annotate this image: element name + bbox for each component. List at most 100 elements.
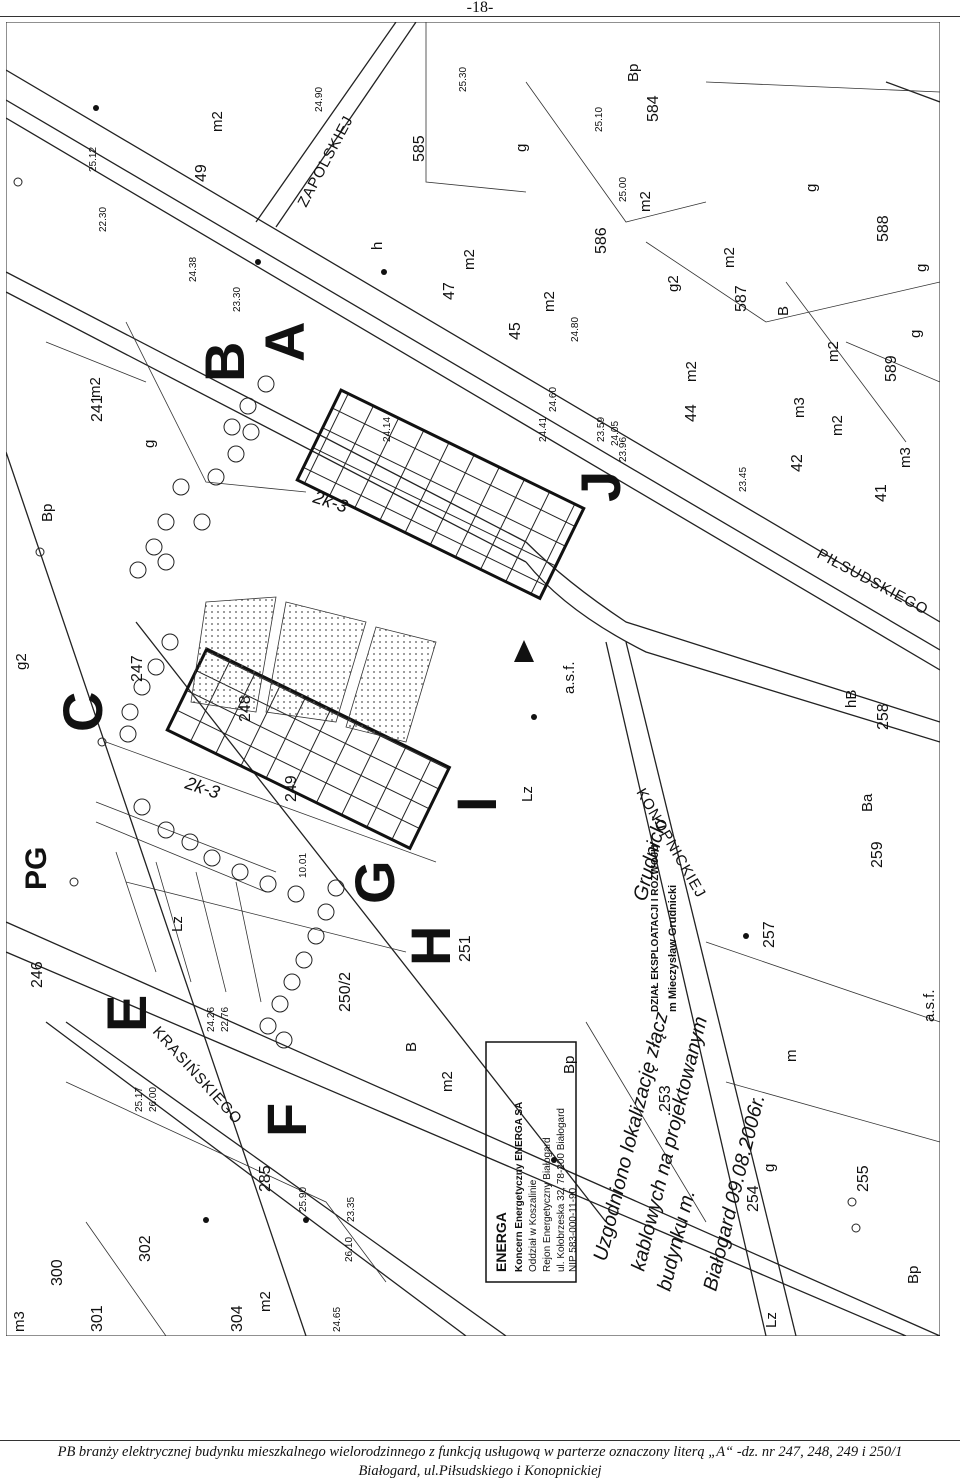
map-label: 301 bbox=[89, 1305, 106, 1332]
map-label: m3 bbox=[11, 1311, 28, 1332]
stamp-line-2: Oddział w Koszalinie bbox=[528, 1179, 539, 1272]
site-plan-map: A B C E F G H I J PG 585 584 586 587 588… bbox=[6, 22, 940, 1336]
map-label: g bbox=[513, 144, 530, 152]
map-label: 586 bbox=[593, 227, 610, 254]
map-label: 584 bbox=[645, 95, 662, 122]
map-label: m2 bbox=[829, 415, 846, 436]
map-label: g2 bbox=[13, 653, 30, 670]
elevations: 25.30 25.10 25.00 24.90 24.80 24.60 24.4… bbox=[88, 67, 749, 1332]
road-lines bbox=[6, 22, 940, 1336]
map-label: 45 bbox=[507, 322, 524, 340]
map-label: m2 bbox=[683, 361, 700, 382]
map-label: 23.59 bbox=[596, 417, 607, 442]
map-label: 41 bbox=[873, 484, 890, 502]
map-label: 585 bbox=[411, 135, 428, 162]
map-label: 258 bbox=[875, 703, 892, 730]
map-label: 24.14 bbox=[382, 417, 393, 442]
trees bbox=[119, 375, 345, 1049]
map-label: m2 bbox=[257, 1291, 274, 1312]
map-label: 24.41 bbox=[538, 417, 549, 442]
stamp-line-3: Rejon Energetyczny Białogard bbox=[542, 1137, 553, 1272]
map-label: 24.60 bbox=[548, 387, 559, 412]
map-label: Ba bbox=[859, 793, 876, 812]
map-label: 250/2 bbox=[337, 972, 354, 1012]
map-label: Bp bbox=[625, 64, 642, 82]
map-label: 249 bbox=[283, 775, 300, 802]
map-label: 304 bbox=[229, 1305, 246, 1332]
stamp-line-1: Koncern Energetyczny ENERGA SA bbox=[514, 1102, 525, 1272]
letter-f: F bbox=[255, 1103, 318, 1137]
footer-rule bbox=[0, 1440, 960, 1441]
map-label: 24.80 bbox=[570, 317, 581, 342]
header-rule bbox=[0, 16, 960, 17]
map-label: 285 bbox=[257, 1165, 274, 1192]
map-label: hB bbox=[843, 690, 860, 708]
lot-boundaries bbox=[45, 22, 940, 1336]
letter-e: E bbox=[95, 995, 158, 1032]
map-label: 24.26 bbox=[206, 1007, 217, 1032]
map-label: 22.30 bbox=[98, 207, 109, 232]
map-label: m2 bbox=[209, 111, 226, 132]
map-label: 25.90 bbox=[298, 1187, 309, 1212]
map-label: 588 bbox=[875, 215, 892, 242]
map-label: m bbox=[783, 1050, 800, 1063]
map-label: 254 bbox=[745, 1185, 762, 1212]
stamp-line-5: NIP 583-000-11-90 bbox=[568, 1187, 579, 1272]
map-label: 26.00 bbox=[148, 1087, 159, 1112]
map-label: Lz bbox=[519, 786, 536, 802]
map-label: a.s.f. bbox=[921, 989, 938, 1022]
map-label: m2 bbox=[825, 341, 842, 362]
page-number: -18- bbox=[466, 0, 494, 16]
stamp-person: m Mieczysław Grudnicki bbox=[667, 885, 679, 1012]
map-label: m2 bbox=[541, 291, 558, 312]
map-label: m2 bbox=[87, 377, 104, 398]
map-label: g bbox=[803, 184, 820, 192]
map-label: 25.17 bbox=[134, 1087, 145, 1112]
map-label: 26.10 bbox=[344, 1237, 355, 1262]
map-label: Bp bbox=[905, 1266, 922, 1284]
letter-h: H bbox=[399, 926, 462, 966]
map-label: m2 bbox=[461, 249, 478, 270]
map-label: 24.38 bbox=[188, 257, 199, 282]
map-label: 257 bbox=[761, 921, 778, 948]
map-label: 22.76 bbox=[220, 1007, 231, 1032]
parking-hatch bbox=[190, 596, 437, 743]
map-label: 300 bbox=[49, 1259, 66, 1286]
map-label: g bbox=[907, 330, 924, 338]
dept-stamp: DZIAŁ EKSPLOATACJI I ROZWOJU m Mieczysła… bbox=[650, 845, 679, 1012]
zone-codes: m2 m2 m2 m2 m2 m2 m2 m2 m2 m2 m2 m3 m3 m… bbox=[11, 64, 938, 1332]
map-label: 23.96 bbox=[618, 437, 629, 462]
map-label: 255 bbox=[855, 1165, 872, 1192]
map-label: 246 bbox=[29, 961, 46, 988]
map-label: 25.10 bbox=[594, 107, 605, 132]
map-label: Bp bbox=[561, 1056, 578, 1074]
building-upper bbox=[295, 388, 586, 601]
map-label: 49 bbox=[193, 164, 210, 182]
footer: PB branży elektrycznej budynku mieszkaln… bbox=[0, 1443, 960, 1481]
map-label: 23.35 bbox=[346, 1197, 357, 1222]
map-label: g bbox=[913, 264, 930, 272]
map-label: 247 bbox=[129, 655, 146, 682]
map-label: 241 bbox=[89, 395, 106, 422]
map-label: 42 bbox=[789, 454, 806, 472]
map-label: m3 bbox=[791, 397, 808, 418]
footer-line-1: PB branży elektrycznej budynku mieszkaln… bbox=[57, 1444, 903, 1460]
letter-j: J bbox=[569, 471, 632, 502]
lot-numbers: 585 584 586 587 588 589 49 47 45 44 42 4… bbox=[29, 95, 900, 1332]
map-label: 24.65 bbox=[332, 1307, 343, 1332]
map-label: 25.12 bbox=[88, 147, 99, 172]
map-label: m2 bbox=[637, 191, 654, 212]
map-label: g2 bbox=[665, 275, 682, 292]
map-label: 24.05 bbox=[610, 421, 621, 446]
map-label: 10.01 bbox=[298, 853, 309, 878]
map-label: g bbox=[761, 1164, 778, 1172]
map-label: a.s.f. bbox=[561, 661, 578, 694]
map-label: B bbox=[403, 1042, 420, 1052]
letter-c: C bbox=[51, 692, 114, 732]
footer-line-2: Białogard, ul.Piłsudskiego i Konopnickie… bbox=[358, 1463, 602, 1479]
map-label: m2 bbox=[439, 1071, 456, 1092]
map-label: 47 bbox=[441, 282, 458, 300]
zone-pg: PG bbox=[20, 847, 53, 890]
map-label: Lz bbox=[169, 916, 186, 932]
map-label: Bp bbox=[39, 504, 56, 522]
